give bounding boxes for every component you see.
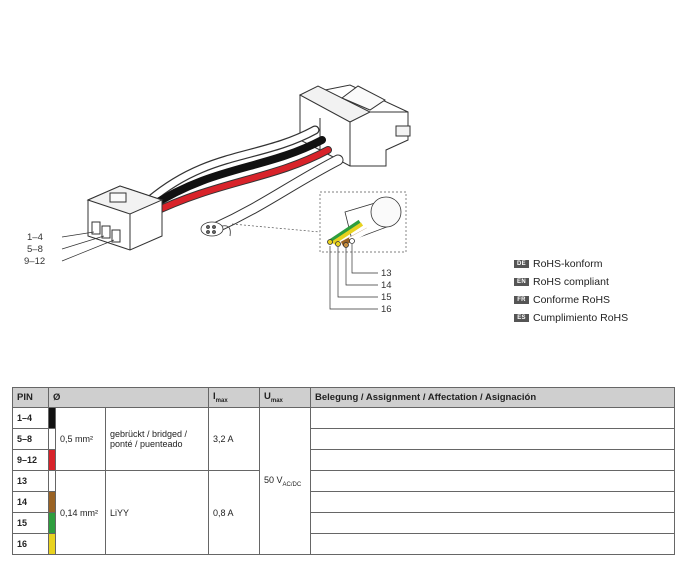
assignment-cell (310, 470, 675, 492)
pin-cell: 13 (12, 470, 49, 492)
pin-cell: 1–4 (12, 407, 49, 429)
pin-cell: 16 (12, 533, 49, 555)
lang-badge-fr: FR (514, 296, 529, 304)
wire-color-swatch (49, 450, 55, 470)
table-row: 15 (12, 512, 675, 534)
cable-end (200, 221, 231, 237)
assignment-cell (310, 449, 675, 471)
group2-diameter: 0,14 mm² (55, 470, 106, 555)
cable-pin-leaders (329, 244, 378, 310)
assignment-cell (310, 428, 675, 450)
wire-bundle (145, 125, 344, 234)
table-row: 16 (12, 533, 675, 555)
rohs-text-es: Cumplimiento RoHS (533, 312, 629, 324)
cable-pin-label-15: 15 (381, 292, 392, 303)
header-diameter: Ø (48, 387, 209, 408)
wire-color-swatch (49, 513, 55, 533)
assignment-cell (310, 533, 675, 555)
table-row: 13 0,14 mm² LiYY 0,8 A (12, 470, 675, 555)
wire-color-swatch (49, 408, 55, 428)
lang-badge-en: EN (514, 278, 529, 286)
wire-color-swatch (49, 492, 55, 512)
wire-color-swatch (49, 429, 55, 449)
rohs-row-de: DE RoHS-konform (514, 255, 628, 273)
color-swatch-cell (48, 428, 56, 450)
pin-cell: 9–12 (12, 449, 49, 471)
assignment-cell (310, 512, 675, 534)
color-swatch-cell (48, 512, 56, 534)
rohs-text-fr: Conforme RoHS (533, 294, 611, 306)
color-swatch-cell (48, 407, 56, 429)
group1-diameter: 0,5 mm² (55, 407, 106, 471)
table-row: 14 (12, 491, 675, 513)
connector-pin-label-1: 1–4 (27, 232, 43, 243)
cable-pin-label-16: 16 (381, 304, 392, 315)
detail-callout (231, 191, 407, 253)
lang-badge-de: DE (514, 260, 529, 268)
table-row: 5–8 (12, 428, 675, 450)
color-swatch-cell (48, 491, 56, 513)
header-umax: Umax (259, 387, 311, 408)
pin-cell: 5–8 (12, 428, 49, 450)
group1-imax: 3,2 A (208, 407, 260, 471)
pin-cell: 15 (12, 512, 49, 534)
group2-imax: 0,8 A (208, 470, 260, 555)
header-imax: Imax (208, 387, 260, 408)
small-connector-housing (86, 185, 164, 251)
umax-cell: 50 VAC/DC (259, 407, 311, 555)
rohs-row-en: EN RoHS compliant (514, 273, 628, 291)
connector-pin-label-2: 5–8 (27, 244, 43, 255)
group2-type: LiYY (105, 470, 209, 555)
header-pin: PIN (12, 387, 49, 408)
table-row: 1–4 0,5 mm² gebrückt / bridged / ponté /… (12, 407, 675, 555)
lang-badge-es: ES (514, 314, 529, 322)
header-assignment: Belegung / Assignment / Affectation / As… (310, 387, 675, 408)
connector-pin-leaders (61, 231, 115, 262)
assignment-cell (310, 491, 675, 513)
color-swatch-cell (48, 470, 56, 492)
color-swatch-cell (48, 449, 56, 471)
table-header-row: PIN Ø Imax Umax Belegung / Assignment / … (12, 387, 675, 408)
rohs-text-de: RoHS-konform (533, 258, 603, 270)
rohs-text-en: RoHS compliant (533, 276, 609, 288)
rohs-row-es: ES Cumplimiento RoHS (514, 309, 628, 327)
group1-type: gebrückt / bridged / ponté / puenteado (105, 407, 209, 471)
cable-pin-label-13: 13 (381, 268, 392, 279)
color-swatch-cell (48, 533, 56, 555)
wire-color-swatch (49, 534, 55, 554)
assignment-cell (310, 407, 675, 429)
pin-assignment-table: PIN Ø Imax Umax Belegung / Assignment / … (12, 387, 675, 555)
wire-color-swatch (49, 471, 55, 491)
cable-pin-label-14: 14 (381, 280, 392, 291)
cable-connector-drawing: 1–4 5–8 9–12 13 14 15 16 (24, 84, 411, 315)
rohs-row-fr: FR Conforme RoHS (514, 291, 628, 309)
rohs-legend: DE RoHS-konform EN RoHS compliant FR Con… (514, 255, 628, 327)
connector-pin-label-3: 9–12 (24, 256, 45, 267)
cable-cross-section (327, 196, 402, 248)
pin-cell: 14 (12, 491, 49, 513)
